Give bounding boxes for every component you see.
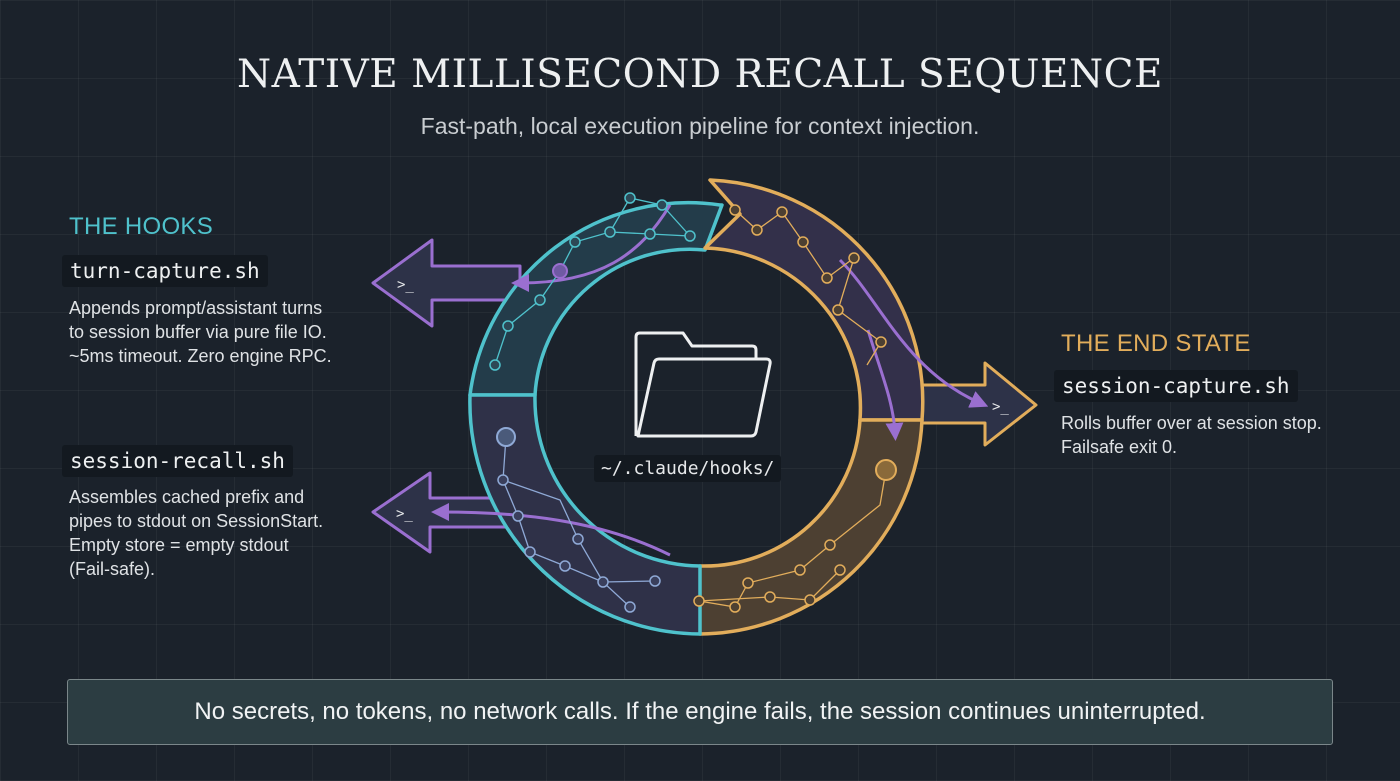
session-capture-script: session-capture.sh [1054,370,1298,402]
svg-text:>_: >_ [992,399,1009,415]
node-dots [489,192,897,613]
purple-bottom-left-segment [468,393,702,636]
turn-capture-script: turn-capture.sh [62,255,268,287]
flow-line-center-right [866,329,904,441]
flow-line-right [838,258,989,408]
hooks-heading: THE HOOKS [69,213,214,240]
footer-note: No secrets, no tokens, no network calls.… [194,698,1206,725]
svg-text:>_: >_ [397,277,414,293]
hooks-directory-path: ~/.claude/hooks/ [594,455,782,482]
node-network-teal [494,197,692,366]
folder-icon [634,331,772,438]
diagram-subtitle: Fast-path, local execution pipeline for … [420,113,980,139]
teal-top-left-segment [468,200,724,397]
session-recall-script: session-recall.sh [62,445,293,477]
turn-capture-description: Appends prompt/assistant turns to sessio… [69,298,332,366]
end-state-heading: THE END STATE [1061,330,1251,357]
flow-line-bottom [431,503,671,557]
diagram-title: NATIVE MILLISECOND RECALL SEQUENCE [237,52,1163,97]
footer-banner: No secrets, no tokens, no network calls.… [67,679,1333,745]
gold-bottom-right-segment [674,418,924,636]
purple-top-right-segment [703,178,925,422]
svg-text:>_: >_ [396,506,413,522]
session-recall-description: Assembles cached prefix and pipes to std… [69,487,324,579]
flow-line-top [511,204,672,292]
session-capture-description: Rolls buffer over at session stop. Fails… [1061,413,1322,457]
